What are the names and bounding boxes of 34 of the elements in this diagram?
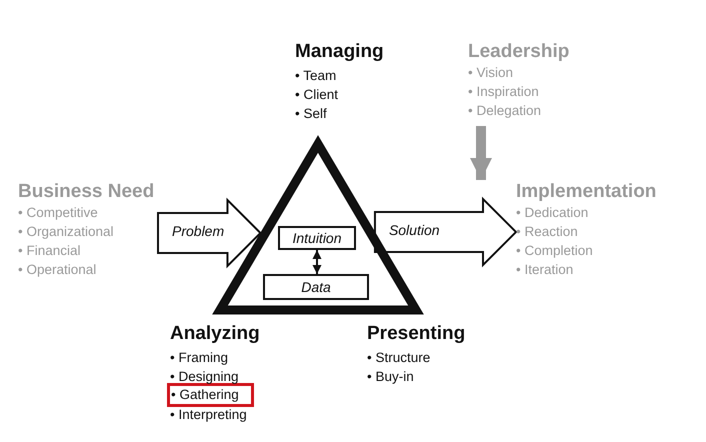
- list-item: • Operational: [18, 261, 96, 279]
- list-item: • Buy-in: [367, 368, 414, 386]
- heading: Implementation: [516, 180, 656, 203]
- edge-label: Problem: [172, 223, 224, 239]
- list-item: • Financial: [18, 242, 81, 260]
- list-item: • Vision: [468, 64, 514, 82]
- block-arrow: [157, 198, 262, 268]
- list-item: • Completion: [516, 242, 593, 260]
- list-item: • Designing: [170, 368, 239, 386]
- process-box: Data: [263, 274, 369, 300]
- list-item: • Competitive: [18, 204, 98, 222]
- heading: Leadership: [468, 40, 570, 63]
- highlighted-list-item: • Gathering: [167, 383, 254, 407]
- list-item: • Iteration: [516, 261, 574, 279]
- heading: Analyzing: [170, 322, 260, 345]
- list-item: • Team: [295, 67, 336, 85]
- arrow: [312, 250, 322, 274]
- arrow: [470, 126, 492, 180]
- list-item: • Organizational: [18, 223, 114, 241]
- list-item: • Framing: [170, 349, 228, 367]
- heading: Business Need: [18, 180, 154, 203]
- edge-label: Solution: [388, 222, 440, 238]
- list-item: • Structure: [367, 349, 430, 367]
- heading: Presenting: [367, 322, 466, 345]
- process-box: Intuition: [278, 226, 356, 250]
- list-item: • Reaction: [516, 223, 578, 241]
- list-item: • Interpreting: [170, 406, 247, 424]
- list-item: • Self: [295, 105, 327, 123]
- list-item: • Delegation: [468, 102, 542, 120]
- heading: Managing: [295, 40, 384, 63]
- list-item: • Dedication: [516, 204, 588, 222]
- list-item: • Client: [295, 86, 338, 104]
- list-item: • Inspiration: [468, 83, 539, 101]
- block-arrow: [374, 196, 518, 268]
